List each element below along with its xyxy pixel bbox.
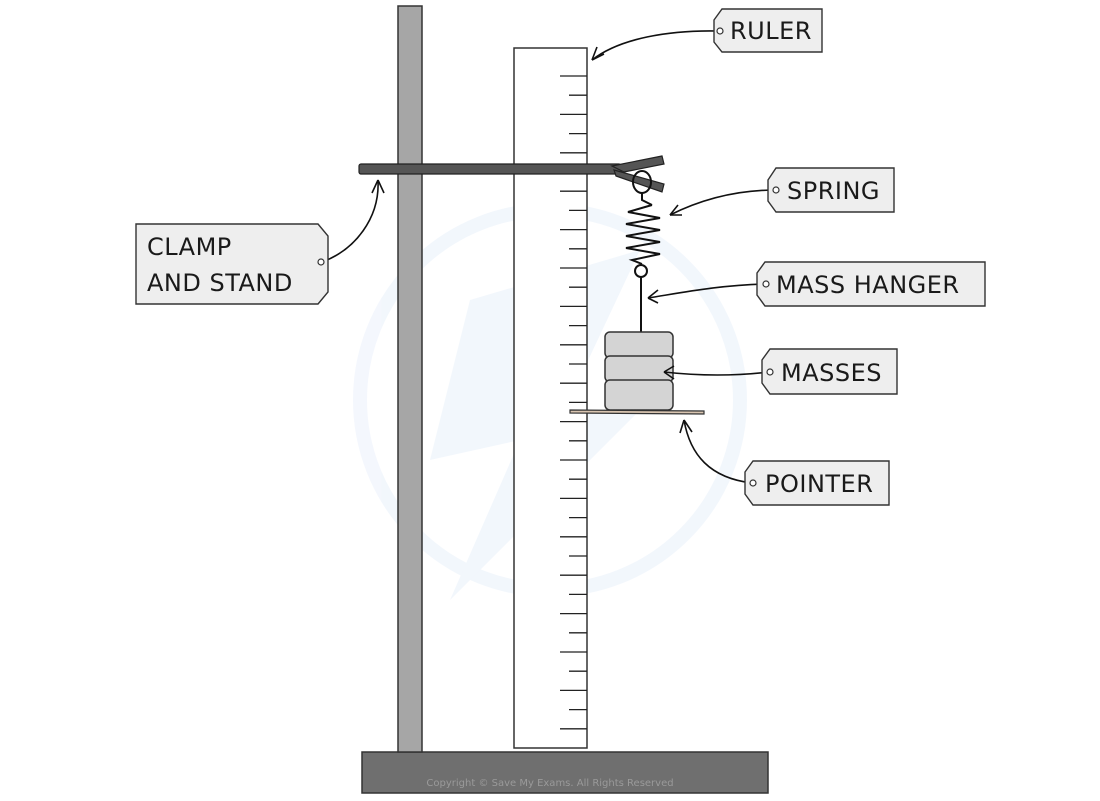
tag-spring: SPRING xyxy=(767,167,895,213)
tag-pointer-label: POINTER xyxy=(765,470,873,498)
tag-spring-label: SPRING xyxy=(787,177,880,205)
tag-clamp-and-stand: CLAMP AND STAND xyxy=(135,223,329,305)
masses-arrow xyxy=(663,371,770,376)
ruler-ticks xyxy=(560,75,587,730)
ruler-arrow xyxy=(591,30,719,61)
tag-ruler-label: RULER xyxy=(730,17,812,45)
tag-masses: MASSES xyxy=(761,348,898,395)
mass-hanger-arrow xyxy=(647,283,766,299)
tag-pointer: POINTER xyxy=(744,460,890,506)
clamp-arm xyxy=(358,155,665,193)
clamp-arrow xyxy=(321,179,379,263)
pointer-arrow xyxy=(683,419,753,484)
tag-masses-label: MASSES xyxy=(781,359,882,387)
tag-clamp-line2: AND STAND xyxy=(147,269,293,297)
tag-mass-hanger: MASS HANGER xyxy=(756,261,986,307)
copyright-text: Copyright © Save My Exams. All Rights Re… xyxy=(426,778,673,789)
tag-clamp-line1: CLAMP xyxy=(147,233,232,261)
tag-mass-hanger-label: MASS HANGER xyxy=(776,271,960,299)
spring-arrow xyxy=(669,189,777,216)
stand-rod xyxy=(397,5,423,753)
ruler xyxy=(513,47,588,749)
pointer xyxy=(569,409,705,415)
stand-base xyxy=(361,751,769,794)
label-arrows xyxy=(321,30,777,484)
masses xyxy=(604,331,674,411)
tag-ruler: RULER xyxy=(713,8,823,53)
